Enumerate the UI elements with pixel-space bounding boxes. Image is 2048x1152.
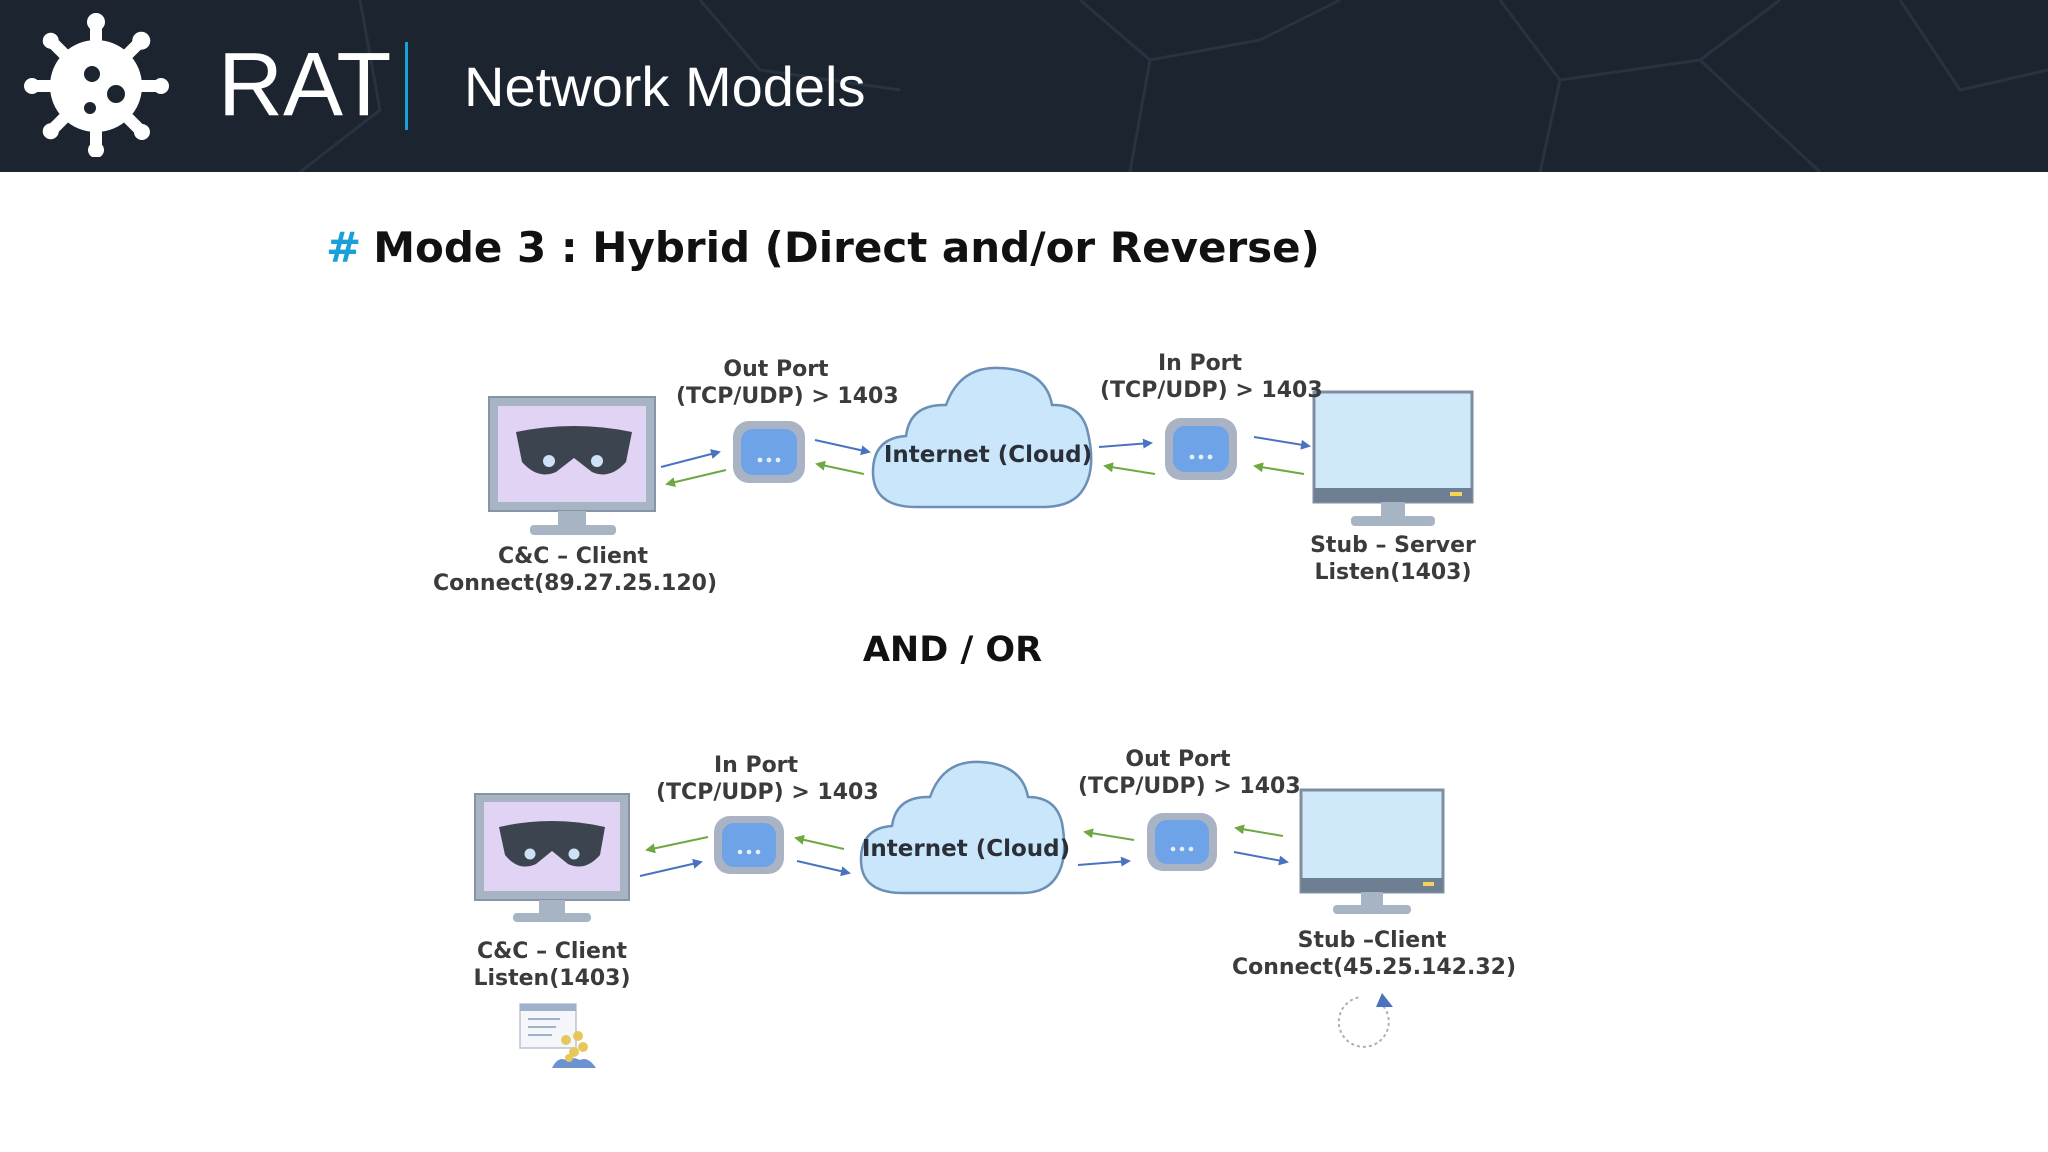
title-divider <box>405 42 408 130</box>
bottom-left-port-label: In Port (TCP/UDP) > 1403 <box>656 752 879 806</box>
heading-text: Mode 3 : Hybrid (Direct and/or Reverse) <box>373 223 1320 272</box>
slide-heading: #Mode 3 : Hybrid (Direct and/or Reverse) <box>326 220 1320 276</box>
monitor-icon <box>1299 788 1445 914</box>
and-or-separator: AND / OR <box>862 630 1043 670</box>
top-arrows <box>660 436 1311 488</box>
top-client-label-2: Connect(89.27.25.120) <box>433 571 718 596</box>
router-icon <box>1147 813 1217 871</box>
bottom-stub-label-2: Connect(45.25.142.32) <box>1232 955 1517 980</box>
bottom-right-port-label: Out Port (TCP/UDP) > 1403 <box>1078 746 1301 800</box>
bottom-client-label: C&C – Client Listen(1403) <box>442 938 662 992</box>
monitor-icon <box>1312 390 1474 526</box>
bottom-arrows <box>639 824 1289 877</box>
hacker-monitor-icon <box>474 793 630 922</box>
hash-mark: # <box>326 223 362 272</box>
bottom-client-label-1: C&C – Client <box>476 939 628 964</box>
users-listing-icon <box>519 1003 596 1068</box>
bottom-client-label-2: Listen(1403) <box>473 966 631 991</box>
top-client-label-1: C&C – Client <box>497 544 649 569</box>
router-icon <box>714 816 784 874</box>
bottom-stub-label-1: Stub –Client <box>1297 928 1447 953</box>
bottom-left-port-line-1: In Port <box>713 753 799 778</box>
bottom-stub-label: Stub –Client Connect(45.25.142.32) <box>1232 927 1517 981</box>
top-stub-label: Stub – Server Listen(1403) <box>1293 532 1493 586</box>
cloud-icon <box>859 760 1066 895</box>
bottom-cloud-label: Internet (Cloud) <box>861 836 1071 862</box>
top-cloud-label: Internet (Cloud) <box>883 442 1093 468</box>
section-title: Network Models <box>464 55 866 118</box>
top-left-port-label: Out Port (TCP/UDP) > 1403 <box>676 356 899 410</box>
header-texture <box>299 0 2048 172</box>
bottom-right-port-line-2: (TCP/UDP) > 1403 <box>1078 774 1301 799</box>
router-icon <box>1165 418 1237 480</box>
top-right-port-label: In Port (TCP/UDP) > 1403 <box>1100 350 1323 404</box>
top-stub-label-2: Listen(1403) <box>1314 560 1472 585</box>
top-left-port-line-1: Out Port <box>723 357 829 382</box>
refresh-icon <box>1337 993 1393 1048</box>
top-client-label: C&C – Client Connect(89.27.25.120) <box>433 543 718 597</box>
top-left-port-line-2: (TCP/UDP) > 1403 <box>676 384 899 409</box>
bottom-right-port-line-1: Out Port <box>1125 747 1231 772</box>
hacker-monitor-icon <box>488 396 656 535</box>
cloud-icon <box>871 366 1093 509</box>
virus-gear-icon <box>24 13 169 157</box>
router-icon <box>733 421 805 483</box>
top-right-port-line-1: In Port <box>1157 351 1243 376</box>
app-name: RAT <box>218 35 392 135</box>
bottom-left-port-line-2: (TCP/UDP) > 1403 <box>656 780 879 805</box>
top-stub-label-1: Stub – Server <box>1310 533 1476 558</box>
top-right-port-line-2: (TCP/UDP) > 1403 <box>1100 378 1323 403</box>
slide-header: RAT Network Models <box>0 0 2048 172</box>
